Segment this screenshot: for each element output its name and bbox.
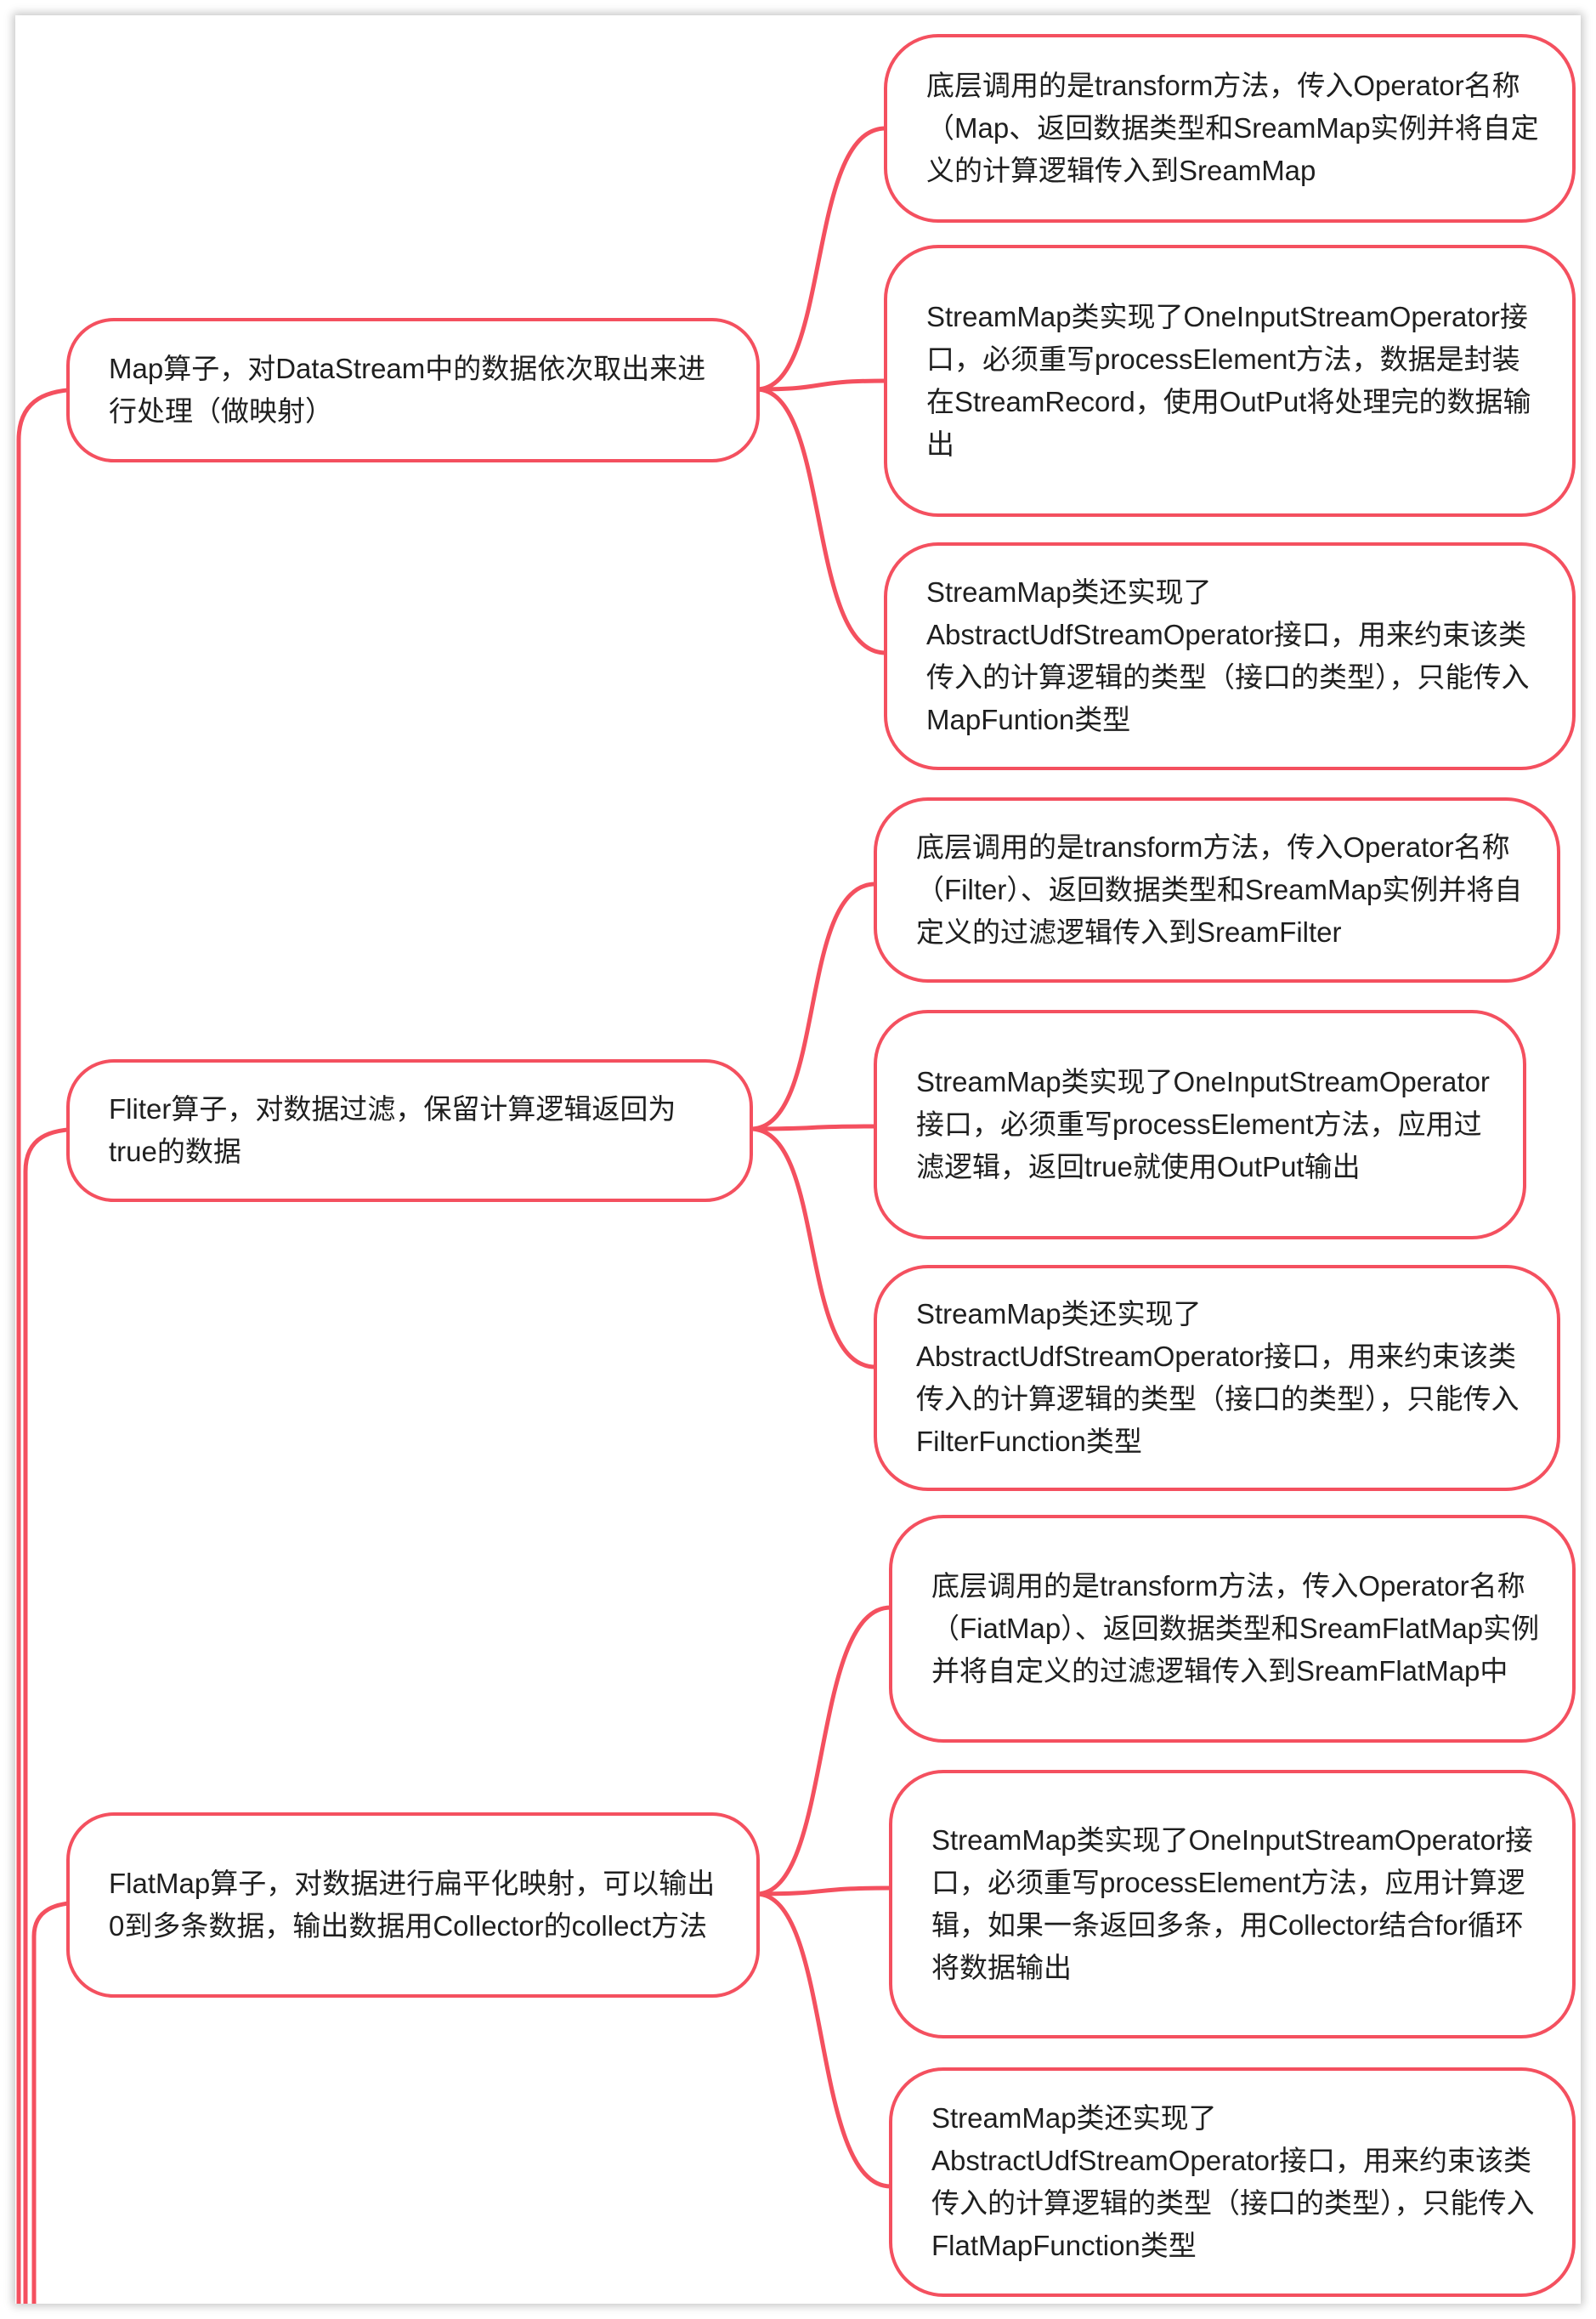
- trunk-line-filter: [23, 1126, 84, 2304]
- topic-filter-operator[interactable]: Fliter算子，对数据过滤，保留计算逻辑返回为true的数据: [66, 1059, 753, 1202]
- trunk-line-map: [16, 387, 84, 2304]
- connector-lines: [16, 126, 891, 2304]
- subtopic-flatmap-oneinput-label: StreamMap类实现了OneInputStreamOperator接口，必须…: [931, 1824, 1533, 1983]
- mindmap-canvas: Map算子，对DataStream中的数据依次取出来进行处理（做映射） 底层调用…: [15, 15, 1581, 2304]
- topic-filter-operator-label: Fliter算子，对数据过滤，保留计算逻辑返回为true的数据: [109, 1093, 676, 1167]
- branch-line-map-2: [756, 378, 886, 392]
- branch-line-flatmap-1: [756, 1605, 891, 1897]
- subtopic-map-transform-label: 底层调用的是transform方法，传入Operator名称（Map、返回数据类…: [926, 70, 1539, 186]
- branch-connectors-map: [756, 126, 886, 655]
- subtopic-flatmap-abstractudf[interactable]: StreamMap类还实现了AbstractUdfStreamOperator接…: [889, 2067, 1576, 2297]
- topic-map-operator[interactable]: Map算子，对DataStream中的数据依次取出来进行处理（做映射）: [66, 318, 760, 462]
- subtopic-map-oneinput-label: StreamMap类实现了OneInputStreamOperator接口，必须…: [926, 301, 1531, 460]
- subtopic-map-abstractudf[interactable]: StreamMap类还实现了AbstractUdfStreamOperator接…: [884, 542, 1576, 770]
- subtopic-filter-transform[interactable]: 底层调用的是transform方法，传入Operator名称（Filter）、返…: [874, 797, 1560, 983]
- branch-line-filter-2: [750, 1124, 876, 1131]
- trunk-connectors: [16, 387, 84, 2304]
- subtopic-filter-abstractudf-label: StreamMap类还实现了AbstractUdfStreamOperator接…: [916, 1298, 1520, 1457]
- branch-line-filter-3: [750, 1126, 876, 1369]
- subtopic-map-abstractudf-label: StreamMap类还实现了AbstractUdfStreamOperator接…: [926, 576, 1530, 735]
- subtopic-flatmap-abstractudf-label: StreamMap类还实现了AbstractUdfStreamOperator接…: [931, 2102, 1535, 2261]
- branch-line-flatmap-3: [756, 1891, 891, 2189]
- trunk-line-flatmap: [31, 1900, 84, 2304]
- topic-flatmap-operator-label: FlatMap算子，对数据进行扁平化映射，可以输出0到多条数据，输出数据用Col…: [109, 1868, 716, 1942]
- branch-line-filter-1: [750, 882, 876, 1131]
- subtopic-filter-oneinput[interactable]: StreamMap类实现了OneInputStreamOperator接口，必须…: [874, 1010, 1526, 1239]
- subtopic-flatmap-transform[interactable]: 底层调用的是transform方法，传入Operator名称（FiatMap）、…: [889, 1515, 1576, 1743]
- topic-flatmap-operator[interactable]: FlatMap算子，对数据进行扁平化映射，可以输出0到多条数据，输出数据用Col…: [66, 1812, 760, 1998]
- subtopic-flatmap-oneinput[interactable]: StreamMap类实现了OneInputStreamOperator接口，必须…: [889, 1770, 1576, 2038]
- branch-line-map-3: [756, 387, 886, 655]
- subtopic-filter-transform-label: 底层调用的是transform方法，传入Operator名称（Filter）、返…: [916, 831, 1523, 948]
- subtopic-map-oneinput[interactable]: StreamMap类实现了OneInputStreamOperator接口，必须…: [884, 245, 1576, 517]
- branch-connectors-flatmap: [756, 1605, 891, 2189]
- branch-line-map-1: [756, 126, 886, 392]
- subtopic-filter-abstractudf[interactable]: StreamMap类还实现了AbstractUdfStreamOperator接…: [874, 1265, 1560, 1491]
- subtopic-map-transform[interactable]: 底层调用的是transform方法，传入Operator名称（Map、返回数据类…: [884, 34, 1576, 223]
- subtopic-flatmap-transform-label: 底层调用的是transform方法，传入Operator名称（FiatMap）、…: [931, 1570, 1540, 1687]
- topic-map-operator-label: Map算子，对DataStream中的数据依次取出来进行处理（做映射）: [109, 353, 706, 427]
- branch-line-flatmap-2: [756, 1885, 891, 1897]
- branch-connectors-filter: [750, 882, 876, 1369]
- subtopic-filter-oneinput-label: StreamMap类实现了OneInputStreamOperator接口，必须…: [916, 1066, 1490, 1182]
